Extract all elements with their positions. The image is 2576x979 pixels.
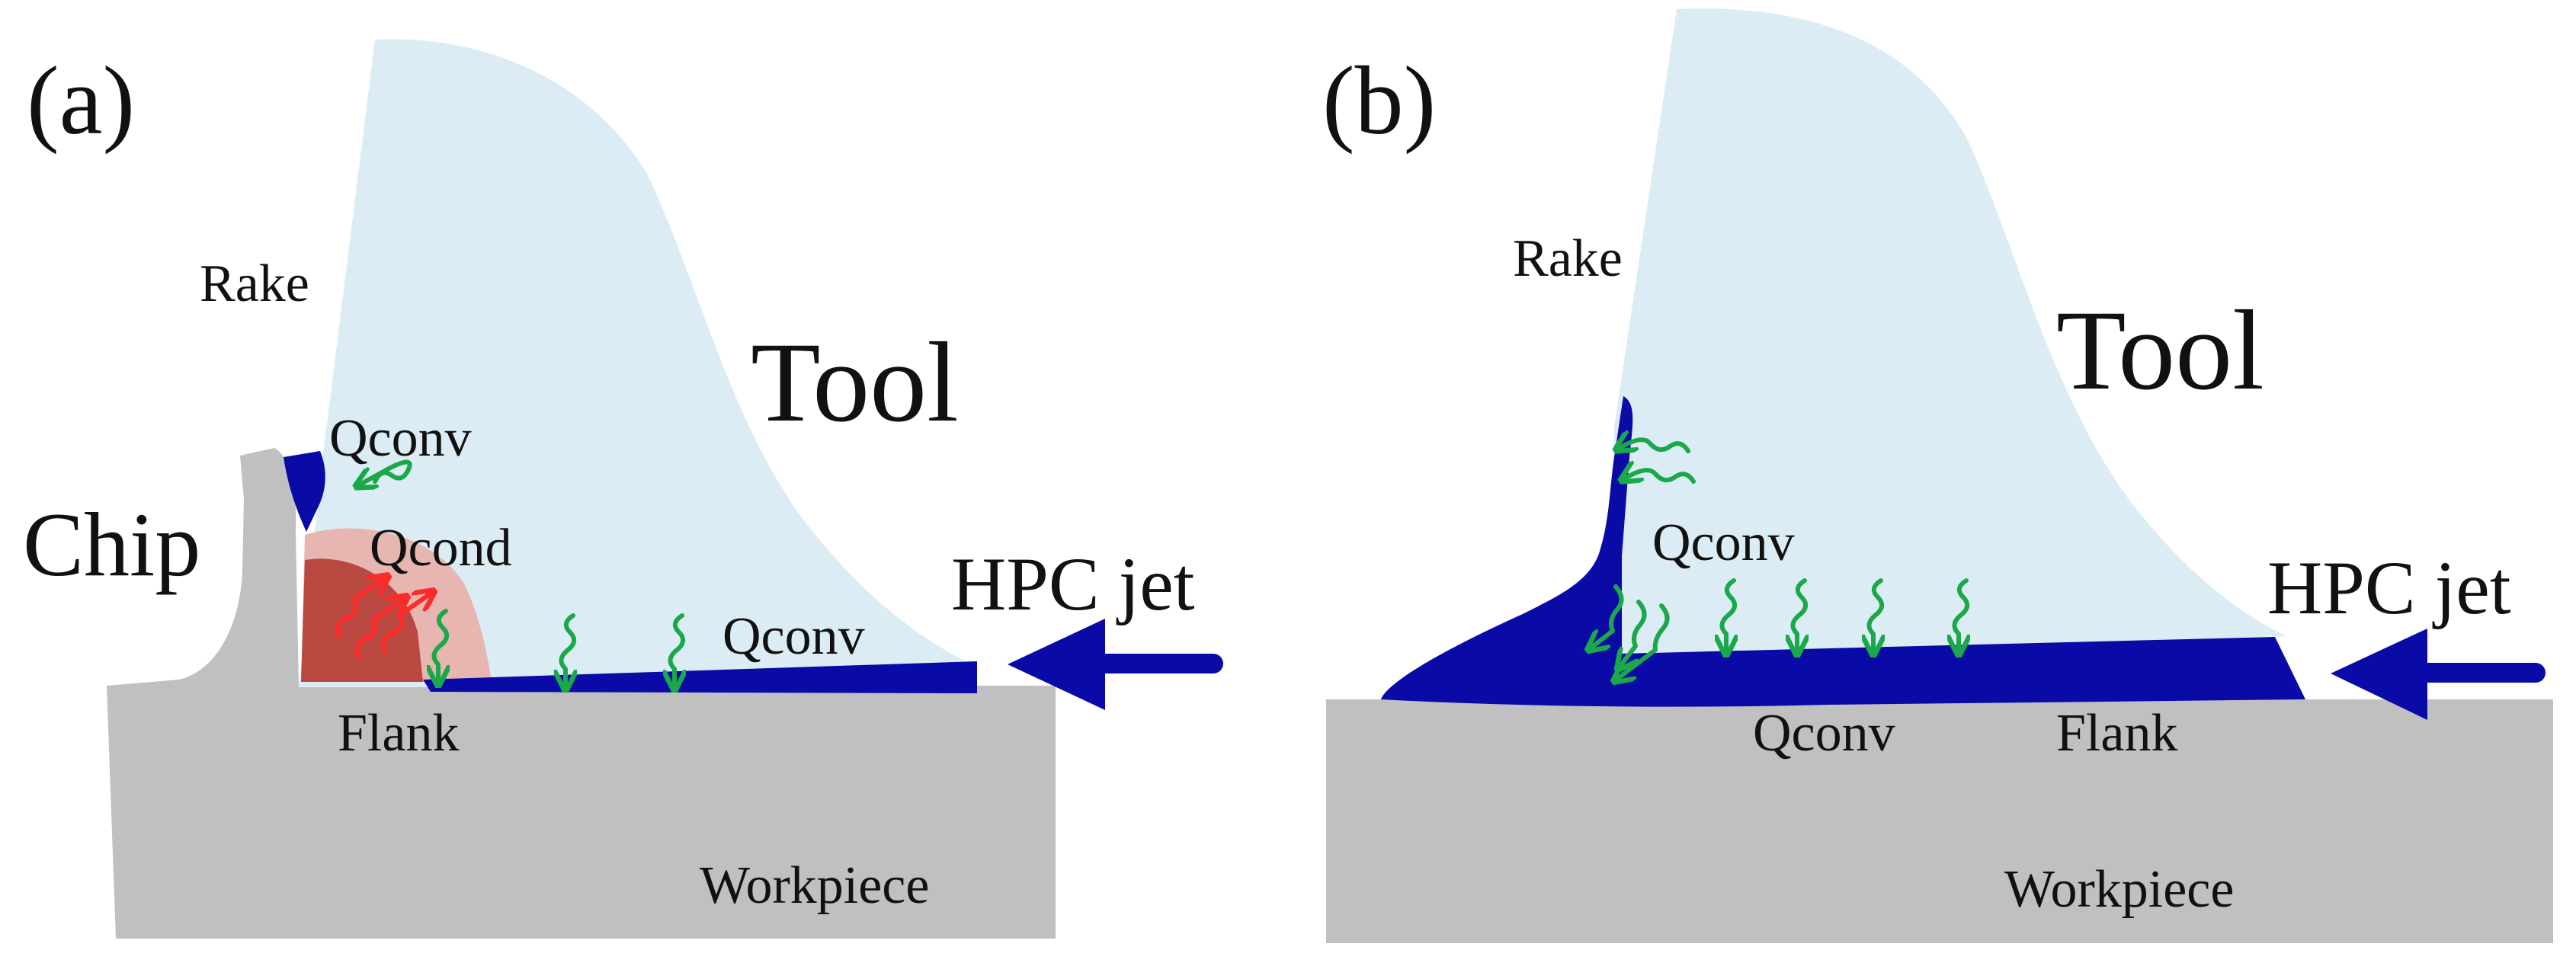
panel-a: (a) Rake Tool Qconv Chip Qcond HPC jet Q… — [23, 39, 1223, 939]
qconv-rake-label-a: Qconv — [329, 409, 472, 468]
qconv-rake-label-b: Qconv — [1652, 513, 1795, 572]
flank-label-b: Flank — [2056, 704, 2177, 763]
tool-label-b: Tool — [2056, 287, 2264, 414]
tool-shape — [1608, 8, 2286, 657]
workpiece-label-a: Workpiece — [700, 856, 929, 915]
qcond-label-a: Qcond — [370, 519, 512, 577]
rake-label-b: Rake — [1513, 229, 1623, 288]
panel-label-b: (b) — [1322, 46, 1436, 155]
conduction-wave-arrow-icon — [335, 578, 431, 659]
workpiece-label-b: Workpiece — [2004, 860, 2234, 919]
rake-label-a: Rake — [200, 254, 309, 313]
tool-shape — [299, 39, 972, 688]
workpiece-shape — [1326, 699, 2553, 943]
convection-wave-arrow-icon — [360, 459, 683, 686]
panel-b: (b) Rake Tool Qconv HPC jet Qconv Flank … — [1322, 8, 2553, 943]
coolant-jet-arrow-icon — [1008, 619, 1223, 710]
hpc-label-b: HPC jet — [2267, 545, 2511, 630]
convection-wave-arrow-icon — [1591, 440, 1967, 679]
hpc-label-a: HPC jet — [951, 542, 1195, 626]
qconv-bottom-label-b: Qconv — [1753, 704, 1895, 763]
panel-label-a: (a) — [27, 46, 135, 155]
workpiece-shape — [107, 686, 1056, 939]
rake-coolant-pocket — [284, 451, 325, 532]
flank-label-a: Flank — [338, 704, 459, 763]
qconv-flank-label-a: Qconv — [722, 607, 865, 666]
chip-label-a: Chip — [23, 494, 200, 595]
chip-shape — [107, 448, 299, 686]
tool-label-a: Tool — [751, 319, 959, 446]
coolant-jet-arrow-icon — [2331, 629, 2546, 720]
